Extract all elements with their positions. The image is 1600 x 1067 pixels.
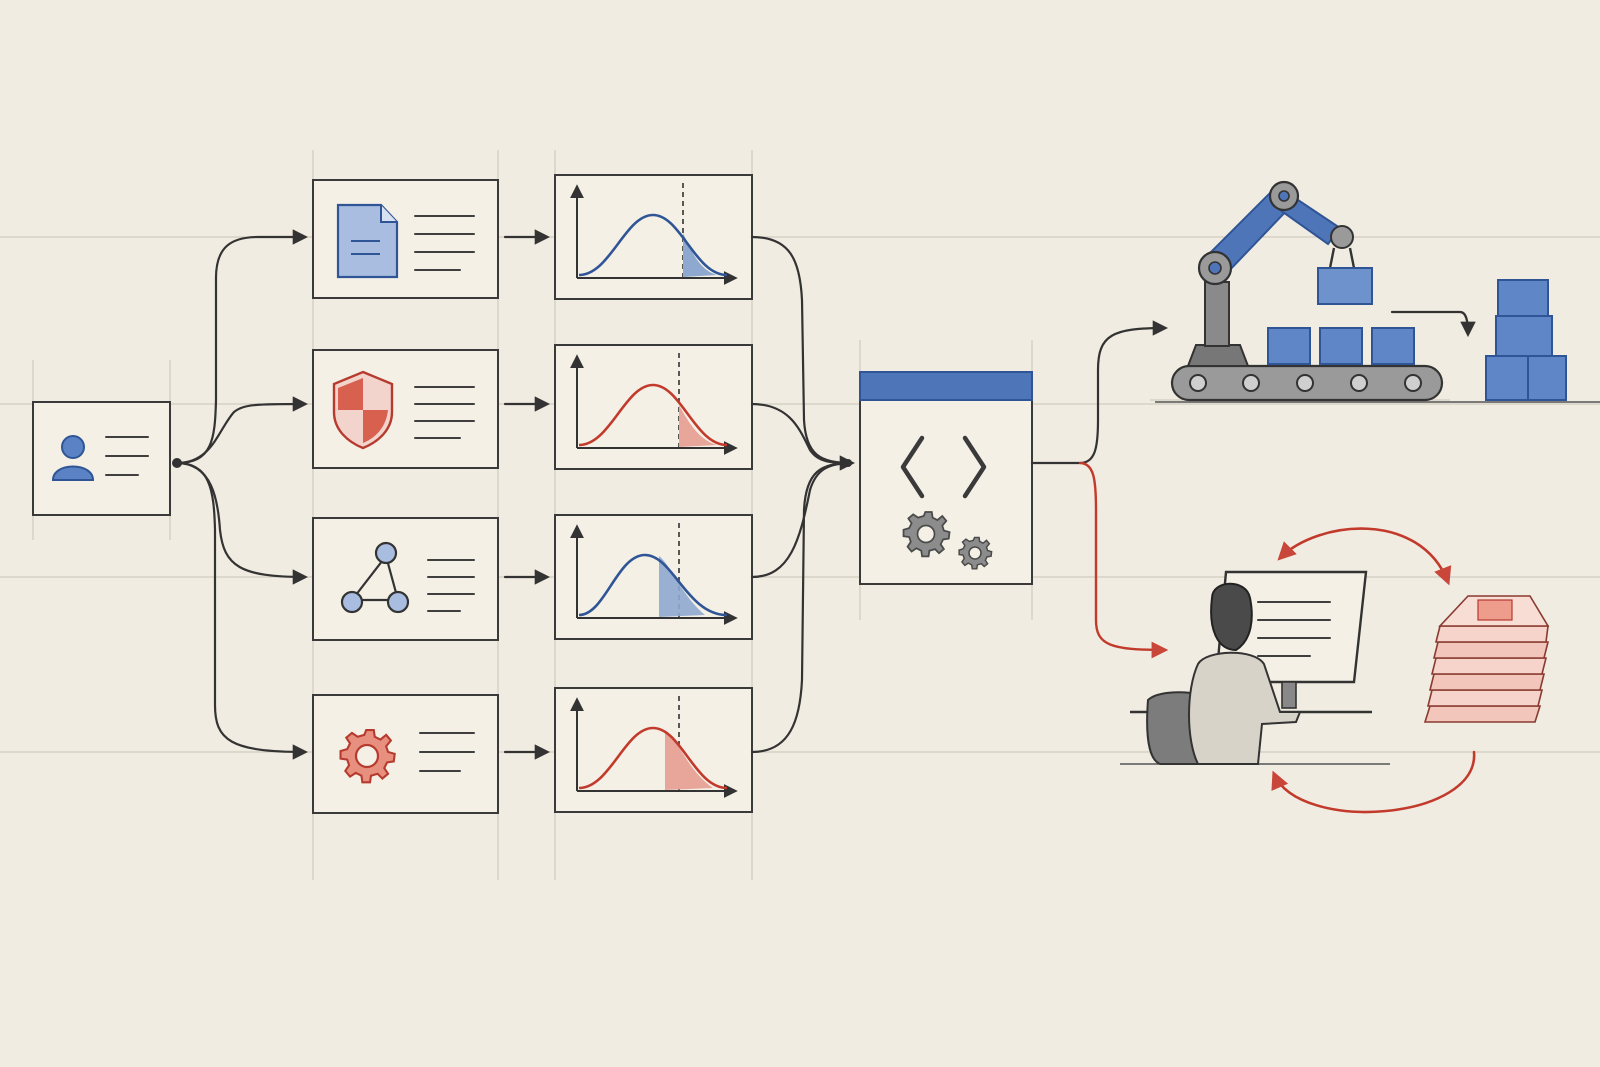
branch-card-gear <box>312 694 499 814</box>
bell-curve-chart-4 <box>554 687 753 813</box>
card-to-chart-arrows <box>503 229 551 760</box>
branch-card-network <box>312 517 499 641</box>
branch-card-document <box>312 179 499 299</box>
source-user-card <box>32 401 171 516</box>
gear-icon <box>339 728 396 784</box>
branch-card-shield <box>312 349 499 469</box>
gears-icon <box>902 511 993 570</box>
user-icon <box>51 435 95 481</box>
bell-curve-chart-3 <box>554 514 753 640</box>
shield-icon <box>332 370 394 450</box>
code-brackets-icon <box>900 435 987 499</box>
robot-arm-conveyor-icon <box>1155 180 1600 403</box>
bell-curve-chart-1 <box>554 174 753 300</box>
feedback-loop-arrows <box>1271 527 1476 814</box>
construction-guides <box>0 150 1600 880</box>
processor-window <box>859 371 1033 585</box>
split-connectors <box>172 229 309 760</box>
person-at-computer-icon <box>1120 527 1550 814</box>
paper-stack <box>1423 595 1550 723</box>
output-connectors <box>1030 320 1169 659</box>
document-icon <box>336 203 399 279</box>
bell-curve-chart-2 <box>554 344 753 470</box>
network-node-icon <box>340 541 410 614</box>
merge-connectors <box>750 235 856 754</box>
